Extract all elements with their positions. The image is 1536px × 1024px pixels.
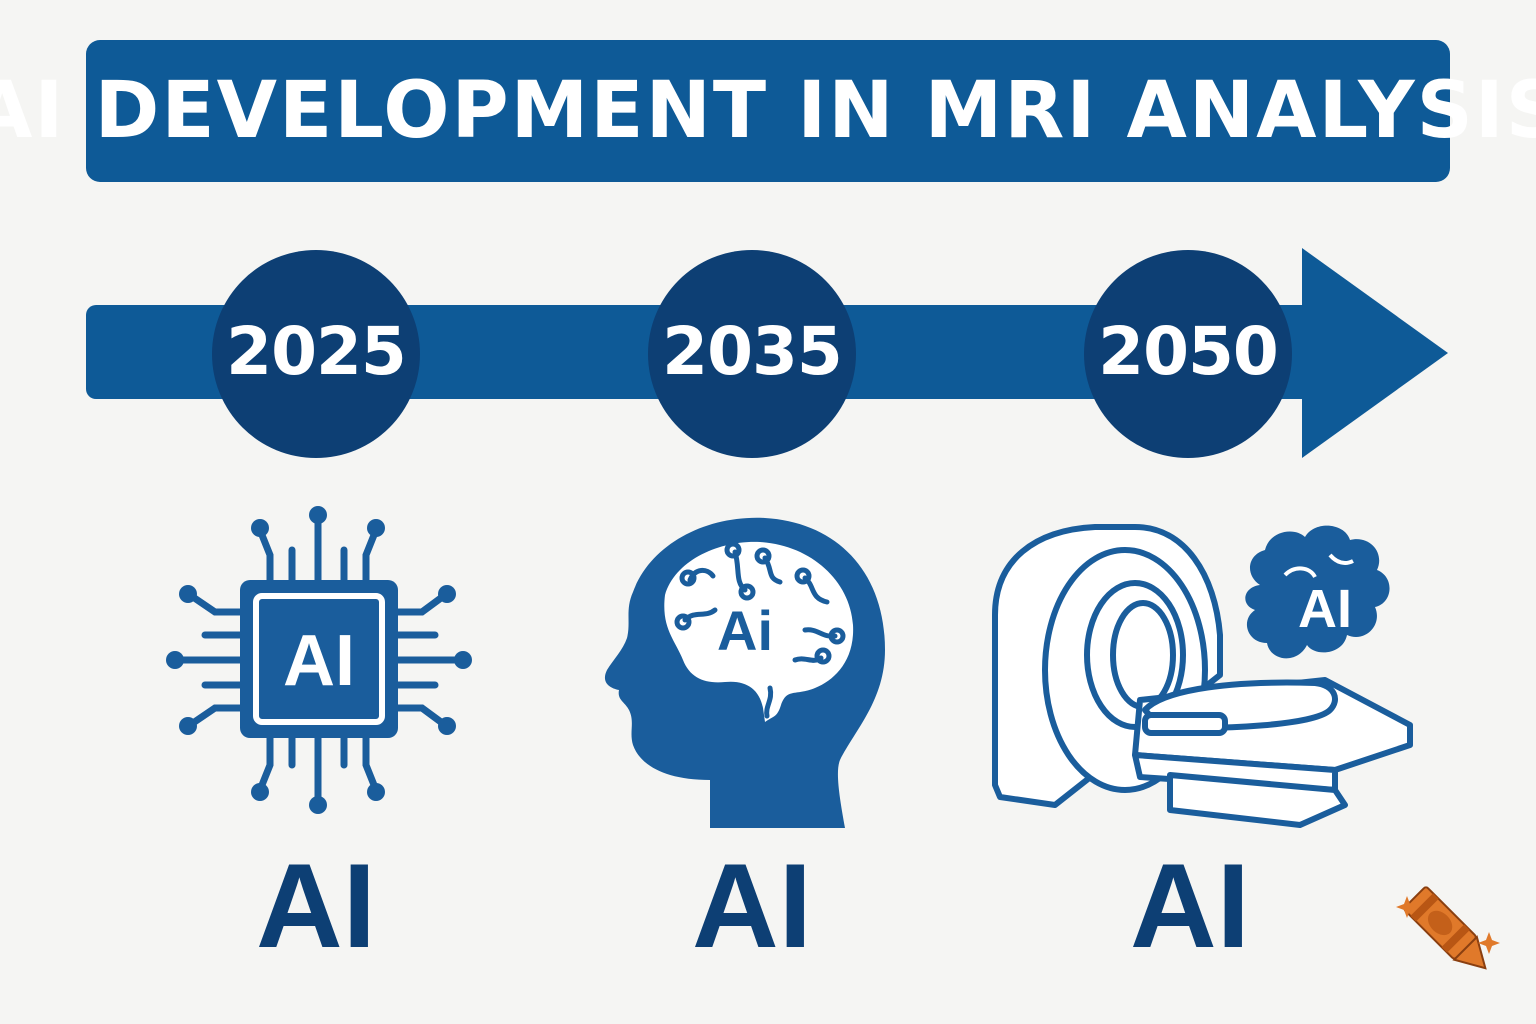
milestone-circle-1 [212, 250, 420, 458]
milestone-year-1: 2025 [226, 313, 407, 390]
head-ai-text: Ai [717, 599, 773, 662]
milestone-caption-2: AI [692, 839, 812, 973]
chip-ai-text: AI [283, 621, 355, 701]
timeline-arrowhead [1302, 248, 1448, 458]
milestone-year-3: 2050 [1098, 313, 1279, 390]
page-title: AI DEVELOPMENT IN MRI ANALYSIS [0, 66, 1536, 156]
milestone-caption-1: AI [256, 839, 376, 973]
mri-scanner-brain-icon: AI [992, 524, 1413, 828]
title-banner: AI DEVELOPMENT IN MRI ANALYSIS [0, 40, 1536, 182]
milestone-year-2: 2035 [662, 313, 843, 390]
brain-ai-text: AI [1298, 579, 1352, 639]
milestone-circle-2 [648, 250, 856, 458]
crayon-logo-icon [1396, 886, 1500, 970]
ai-head-brain-icon: Ai [604, 517, 885, 828]
milestone-circle-3 [1084, 250, 1292, 458]
milestone-caption-3: AI [1130, 839, 1250, 973]
ai-chip-icon: AI [166, 506, 472, 814]
